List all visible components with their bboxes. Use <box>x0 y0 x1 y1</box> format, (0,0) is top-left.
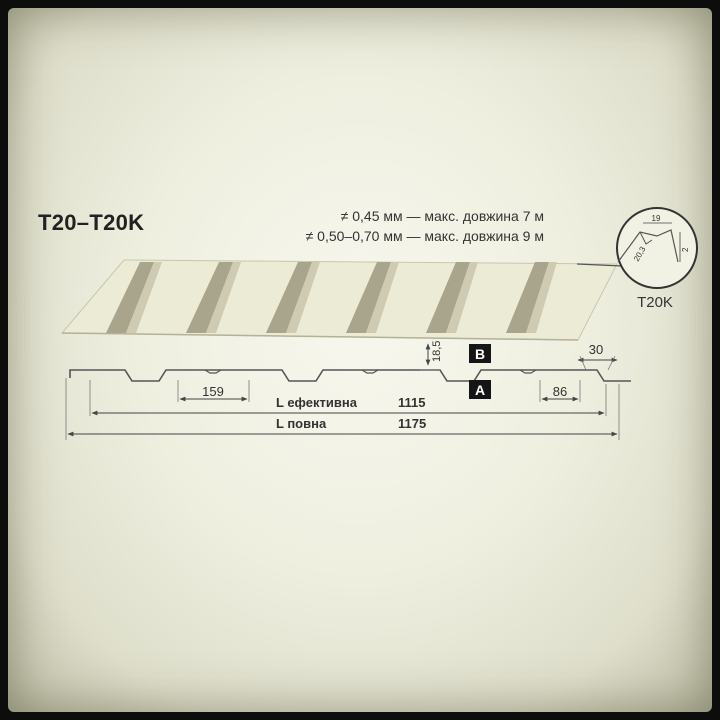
sheet-rib <box>186 262 233 333</box>
side-b-label: B <box>475 346 485 362</box>
sheet-rib <box>106 262 154 333</box>
sheet-rib <box>426 262 470 333</box>
top-width-ext-left <box>579 355 587 371</box>
sheet-rib <box>266 262 312 333</box>
sheet-rib <box>346 262 391 333</box>
l-full-label: L повна <box>276 416 327 431</box>
profile-rib-detail <box>204 369 537 374</box>
diagram-title: T20–T20K <box>38 210 145 235</box>
sheet-rib-side <box>526 262 557 333</box>
detail-dim-side: 2 <box>681 247 690 252</box>
sheet-perspective <box>60 259 618 341</box>
sheet-rib-side <box>286 262 320 333</box>
profile-cross-section <box>69 369 631 382</box>
spec-line-2: ≠ 0,50–0,70 мм — макс. довжина 9 м <box>305 228 544 244</box>
l-full-value: 1175 <box>398 416 426 431</box>
side-a-label: A <box>475 382 485 398</box>
height-label: 18,5 <box>431 341 443 362</box>
side-a-box <box>469 380 491 399</box>
sheet-rib-side <box>126 262 162 333</box>
l-effective-label: L ефективна <box>276 395 358 410</box>
top-width-label: 30 <box>589 342 603 357</box>
sheet-rib-side <box>206 262 241 333</box>
bottom-width-label: 86 <box>553 384 567 399</box>
top-width-ext-right <box>607 355 616 371</box>
rib-spacing-label: 159 <box>202 384 224 399</box>
sheet-rib-side <box>446 262 478 333</box>
detail-label: T20K <box>637 294 673 311</box>
sheet-rib-side <box>366 262 399 333</box>
spec-line-1: ≠ 0,45 мм — макс. довжина 7 м <box>340 208 544 224</box>
detail-callout: 19 20,3 2 T20K <box>576 207 698 311</box>
l-effective-value: 1115 <box>398 395 426 410</box>
side-b-box <box>469 344 491 363</box>
detail-dim-top: 19 <box>652 214 661 223</box>
sheet-rib <box>506 262 549 333</box>
